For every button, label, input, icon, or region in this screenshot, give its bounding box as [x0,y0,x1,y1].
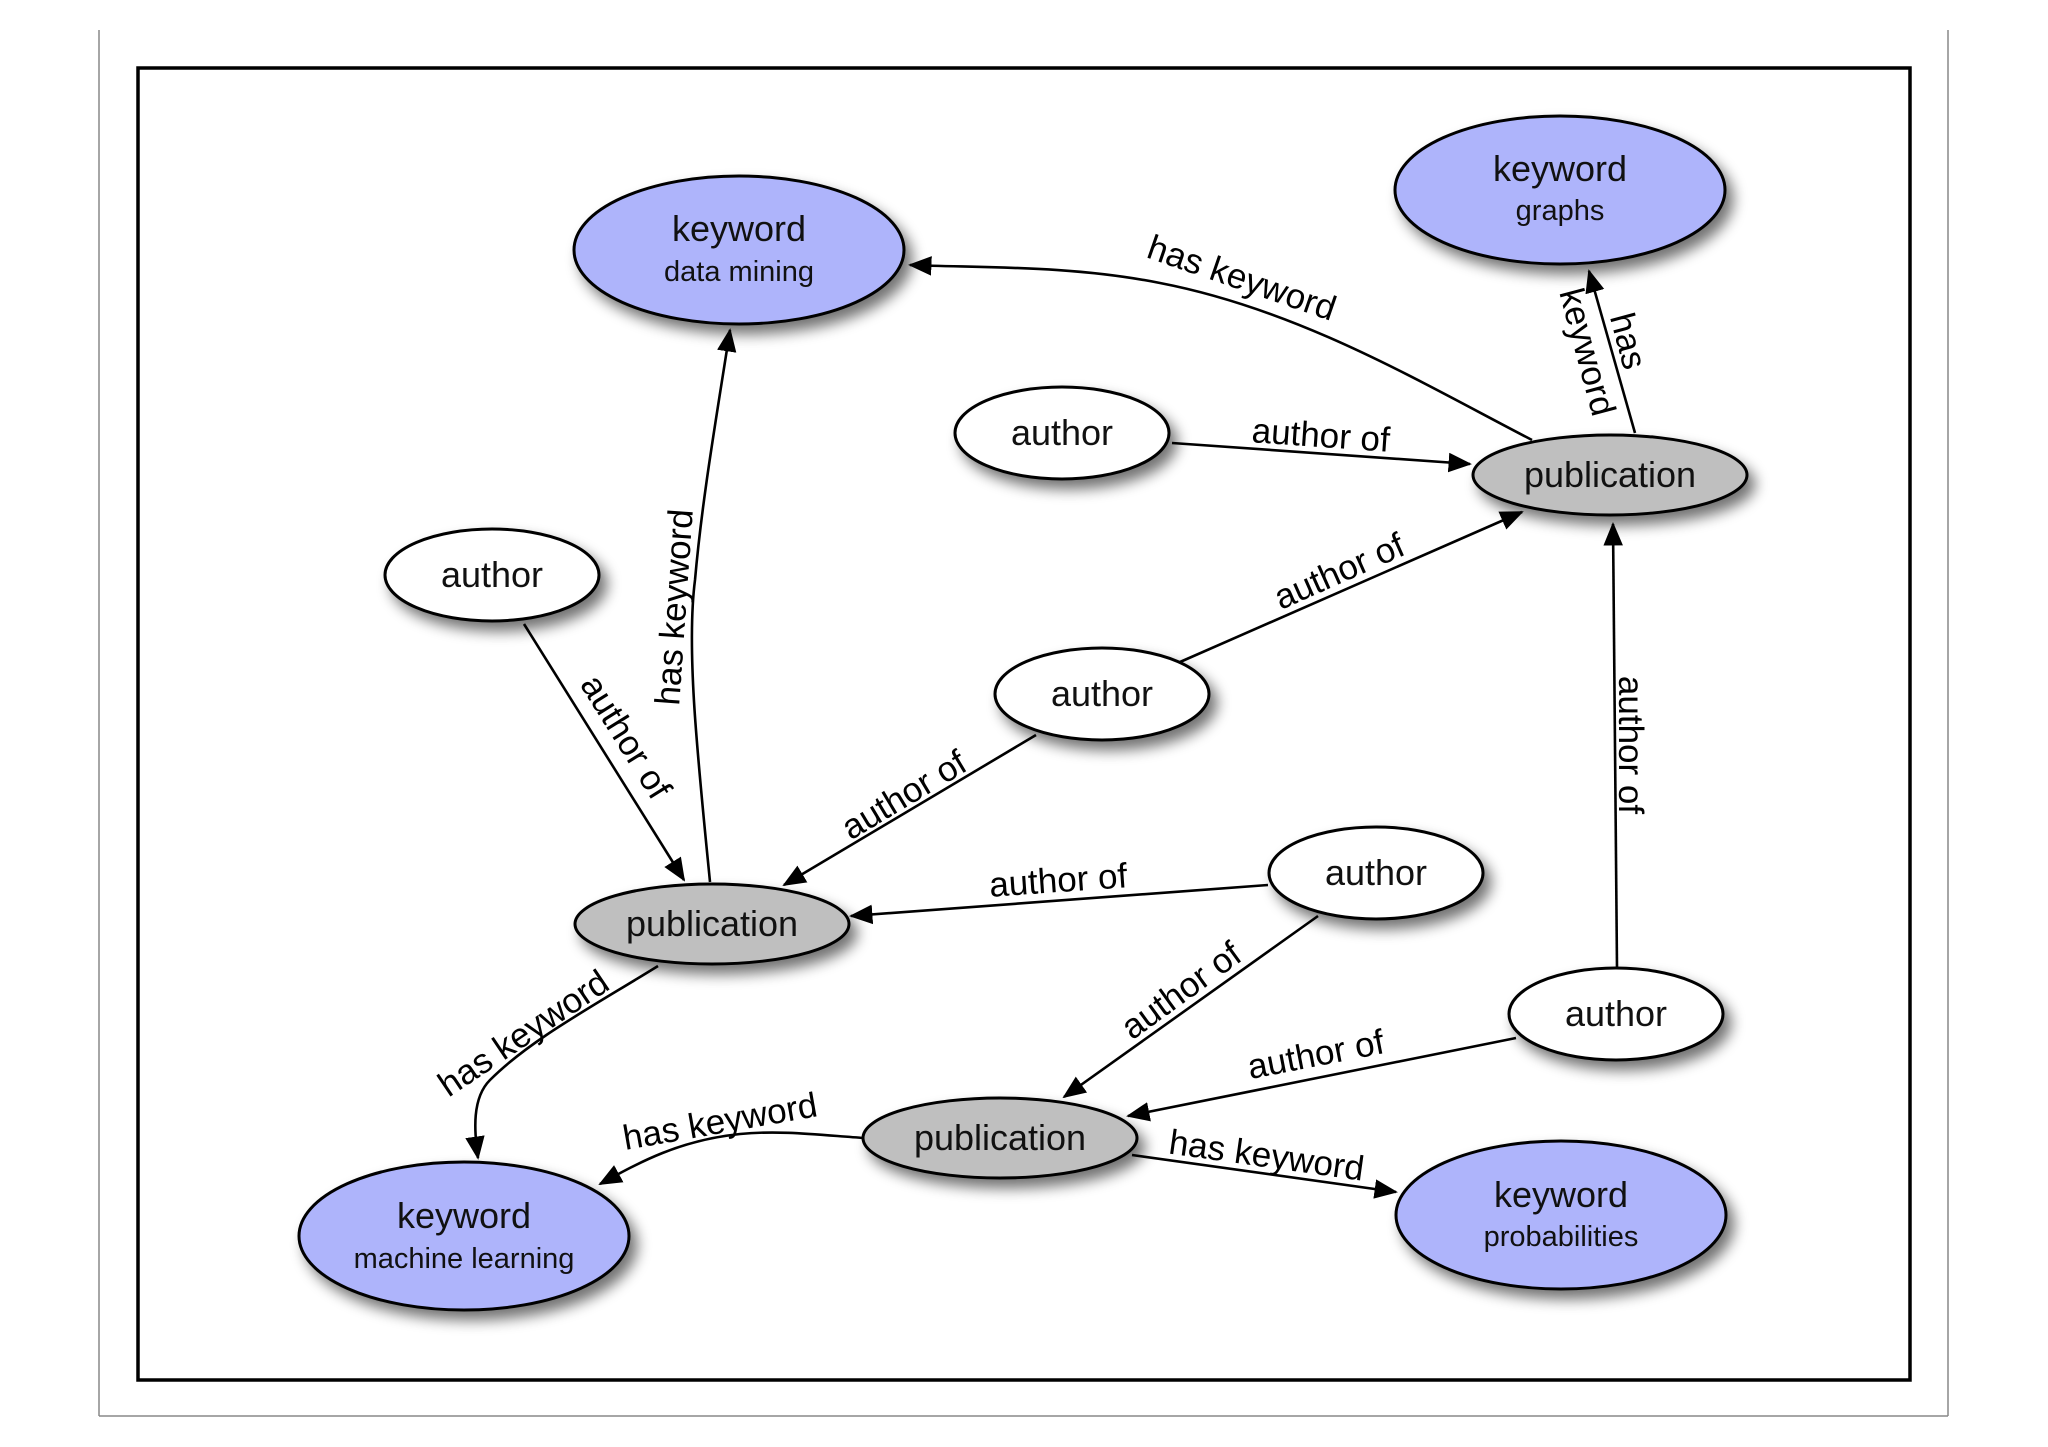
keyword-ellipse [572,174,906,326]
publication-ellipse [573,882,851,966]
edge-label: author of [988,856,1129,905]
node-subtitle: graphs [1516,195,1605,227]
publication-node-right: publication [1471,433,1749,517]
publication-node-bottom: publication [861,1096,1139,1180]
edge-pub-left-has-keyword-data-mining [690,328,737,883]
author-node-mid-right: author [1267,825,1485,921]
edge-pub-right-has-keyword-data-mining [908,256,1533,442]
node-title: keyword [397,1195,531,1236]
author-ellipse [993,646,1211,742]
node-title: author [441,554,543,595]
author-ellipse [953,385,1171,481]
edge-author-left-author-of [522,623,686,882]
keyword-node-machine-learning: keyword machine learning [297,1160,631,1312]
edge-pub-bottom-has-keyword-probabilities [1131,1153,1398,1199]
edge-author-top-author-of [1171,441,1472,473]
keyword-node-data-mining: keyword data mining [572,174,906,326]
edge-author-bottom-right-author-of-pub-right [1603,522,1623,969]
edge-label: author of [1251,411,1392,460]
node-title: keyword [672,208,806,249]
publication-node-left: publication [573,882,851,966]
node-title: author [1325,852,1427,893]
author-node-top: author [953,385,1171,481]
keyword-ellipse [1394,1139,1728,1291]
node-title: author [1011,412,1113,453]
node-title: keyword [1494,1174,1628,1215]
edge-author-center-author-of-pub-right [1179,510,1524,664]
publication-ellipse [1471,433,1749,517]
author-ellipse [1507,966,1725,1062]
edge-author-mid-right-author-of-pub-left [849,883,1269,925]
node-title: publication [1524,454,1696,495]
keyword-ellipse [297,1160,631,1312]
node-subtitle: probabilities [1484,1221,1639,1253]
node-title: publication [914,1117,1086,1158]
edge-pub-bottom-has-keyword-machine-learning [598,1131,865,1186]
edge-label: author of [1611,676,1650,814]
node-title: author [1051,673,1153,714]
author-ellipse [1267,825,1485,921]
node-subtitle: machine learning [354,1243,575,1275]
keyword-ellipse [1393,114,1727,266]
edge-pub-right-has-keyword-graphs [1585,269,1637,434]
edge-pub-left-has-keyword-machine-learning [465,964,659,1160]
publication-ellipse [861,1096,1139,1180]
node-title: author [1565,993,1667,1034]
author-node-left: author [383,527,601,623]
keyword-node-probabilities: keyword probabilities [1394,1139,1728,1291]
node-subtitle: data mining [664,256,814,288]
edge-author-mid-right-author-of-pub-bottom [1062,914,1319,1099]
node-title: publication [626,903,798,944]
node-title: keyword [1493,148,1627,189]
edge-author-center-author-of-pub-left [782,733,1037,887]
edge-author-bottom-right-author-of-pub-bottom [1126,1036,1517,1122]
author-node-center: author [993,646,1211,742]
keyword-node-graphs: keyword graphs [1393,114,1727,266]
author-ellipse [383,527,601,623]
author-node-bottom-right: author [1507,966,1725,1062]
